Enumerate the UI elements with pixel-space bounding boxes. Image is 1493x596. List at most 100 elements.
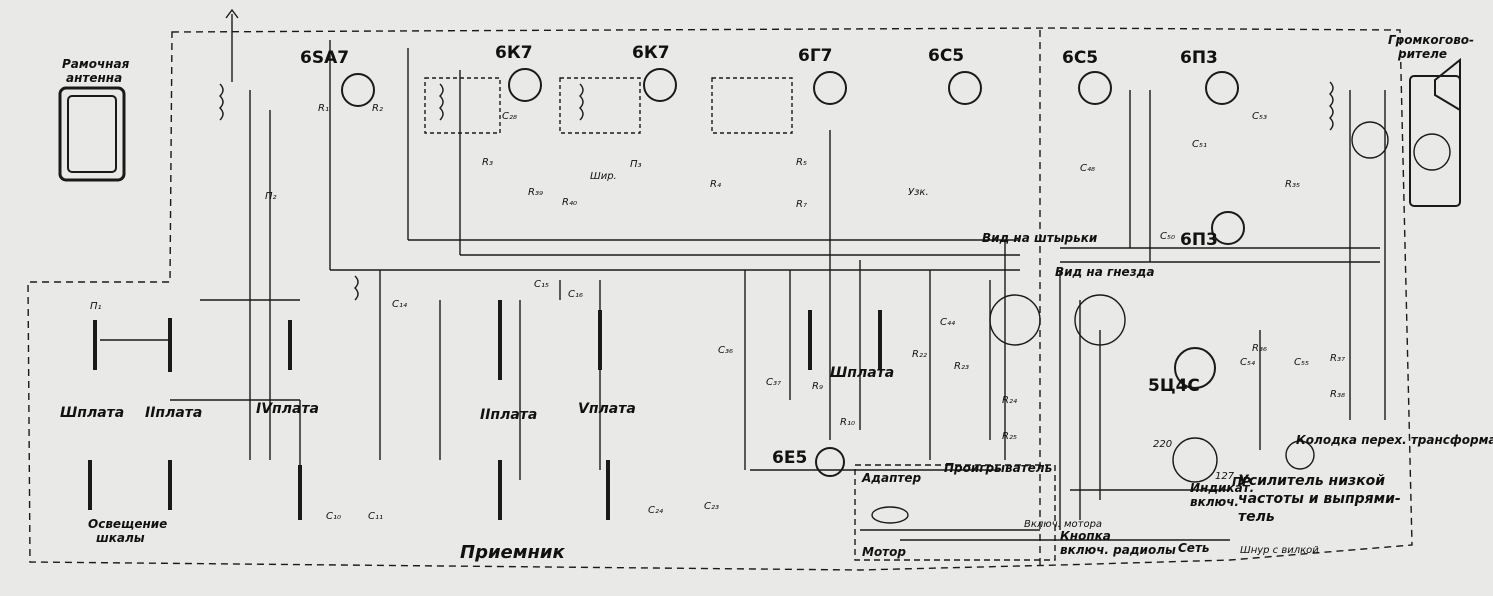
ref-r38: R₃₈ xyxy=(1330,389,1345,400)
amplifier-label-2: частоты и выпрями- xyxy=(1238,491,1401,507)
tube-4-shape xyxy=(813,71,847,105)
tube-2-shape xyxy=(508,68,542,102)
tube-6-shape xyxy=(1078,71,1112,105)
ref-c24: C₂₄ xyxy=(648,505,663,516)
amplifier-label-3: тель xyxy=(1238,509,1275,525)
tube-10-shape xyxy=(815,447,845,477)
rail-7 xyxy=(1129,90,1151,262)
board-label-2: IIплата xyxy=(145,405,203,421)
board-label-4: IVплата xyxy=(256,401,319,417)
speaker-plug xyxy=(1351,121,1389,159)
socket-view-label: Вид на гнезда xyxy=(1055,265,1155,279)
ref-c44: C₄₄ xyxy=(940,317,955,328)
if-transformer-1 xyxy=(424,77,501,134)
board-label-2b: IIплата xyxy=(480,407,538,423)
ref-c36: C₃₆ xyxy=(718,345,733,356)
indicator-label-2: включ. xyxy=(1190,495,1239,509)
ref-c51: C₅₁ xyxy=(1192,139,1207,150)
lamp-socket xyxy=(989,294,1041,346)
ref-r7: R₇ xyxy=(796,199,807,210)
ref-c14: C₁₄ xyxy=(392,299,407,310)
transformer-block-label: Колодка перех. трансформат. xyxy=(1296,433,1493,447)
voltage-220: 220 xyxy=(1153,439,1173,450)
speaker-cone xyxy=(1434,57,1461,112)
ref-r1: R₁ xyxy=(318,103,329,114)
switch-p2-label: П₂ xyxy=(265,191,277,202)
board-label-5: Vплата xyxy=(578,401,636,417)
ref-r5: R₅ xyxy=(796,157,807,168)
ref-r25: R₂₅ xyxy=(1002,431,1017,442)
ref-c10: C₁₀ xyxy=(326,511,341,522)
ref-c53: C₅₃ xyxy=(1252,111,1267,122)
if-transformer-2 xyxy=(559,77,641,134)
speaker-box xyxy=(1409,75,1461,207)
loop-antenna xyxy=(58,86,126,182)
coil-4 xyxy=(354,275,359,301)
speaker-label-1: Громкогово- xyxy=(1388,33,1475,47)
ref-r4: R₄ xyxy=(710,179,721,190)
voltage-127: 127 xyxy=(1215,471,1235,482)
coil-1 xyxy=(219,83,224,121)
radio-button-label-2: включ. радиолы xyxy=(1060,543,1176,557)
switch-p1-label: П₁ xyxy=(90,301,102,312)
if-transformer-3 xyxy=(711,77,793,134)
tube-label-7: 6П3 xyxy=(1180,48,1218,68)
mains-label: Сеть xyxy=(1178,541,1210,555)
pointer-gauge xyxy=(1285,440,1315,470)
tube-label-4: 6Г7 xyxy=(798,46,833,66)
tube-8-shape xyxy=(1211,211,1245,245)
indicator-label-1: Индикат. xyxy=(1190,481,1255,495)
tube-label-5: 6С5 xyxy=(928,46,965,66)
ref-r40: R₄₀ xyxy=(562,197,577,208)
speaker-plug-2 xyxy=(1413,133,1451,171)
cord-label: Шнур с вилкой xyxy=(1240,545,1319,556)
tube-1-shape xyxy=(341,73,375,107)
tube-label-10: 6Е5 xyxy=(772,448,808,468)
tube-label-3: 6К7 xyxy=(632,43,670,63)
ref-c50: C₅₀ xyxy=(1160,231,1175,242)
ref-r3: R₃ xyxy=(482,157,493,168)
board-label-3b: Шплата xyxy=(830,365,895,381)
ref-c37: C₃₇ xyxy=(766,377,781,388)
ref-c54: C₅₄ xyxy=(1240,357,1255,368)
tube-label-2: 6К7 xyxy=(495,43,533,63)
rail-6 xyxy=(329,40,461,270)
ref-r10: R₁₀ xyxy=(840,417,855,428)
tube-7-shape xyxy=(1205,71,1239,105)
antenna-label-2: антенна xyxy=(66,71,123,85)
ref-c15: C₁₅ xyxy=(534,279,549,290)
pr-label: ПР xyxy=(1232,475,1251,489)
antenna-label-1: Рамочная xyxy=(62,57,130,71)
adapter-motor xyxy=(871,506,909,524)
dial-light-label-1: Освещение xyxy=(88,517,168,531)
wide-label: Шир. xyxy=(590,171,617,182)
switch-p3-label: П₃ xyxy=(630,159,642,170)
ref-r24: R₂₄ xyxy=(1002,395,1017,406)
tube-3-shape xyxy=(643,68,677,102)
motor-switch-label: Включ. мотора xyxy=(1024,519,1103,530)
tube-label-6: 6С5 xyxy=(1062,48,1099,68)
ref-r9: R₉ xyxy=(812,381,823,392)
wafer-1 xyxy=(88,300,882,520)
ref-r35: R₃₅ xyxy=(1285,179,1300,190)
amplifier-label-1: Усилитель низкой xyxy=(1238,473,1386,489)
coil-5 xyxy=(1329,81,1334,131)
tube-label-1: 6SA7 xyxy=(300,48,350,68)
motor-label: Мотор xyxy=(862,545,906,559)
ref-r22: R₂₂ xyxy=(912,349,927,360)
tube-label-9: 5Ц4С xyxy=(1148,376,1200,396)
tube-9-shape xyxy=(1174,347,1216,389)
board-label-3: Шплата xyxy=(60,405,125,421)
tube-label-8: 6П3 xyxy=(1180,230,1218,250)
speaker-label-2: рителе xyxy=(1398,47,1448,61)
receiver-title: Приемник xyxy=(460,542,565,563)
ref-c28: C₂₈ xyxy=(502,111,517,122)
ref-c11: C₁₁ xyxy=(368,511,383,522)
ref-r36: R₃₆ xyxy=(1252,343,1267,354)
dial-light-label-2: шкалы xyxy=(96,531,145,545)
lamp-view-label: Вид на штырьки xyxy=(982,231,1098,245)
adapter-box xyxy=(854,464,1056,561)
ref-c23: C₂₃ xyxy=(704,501,719,512)
